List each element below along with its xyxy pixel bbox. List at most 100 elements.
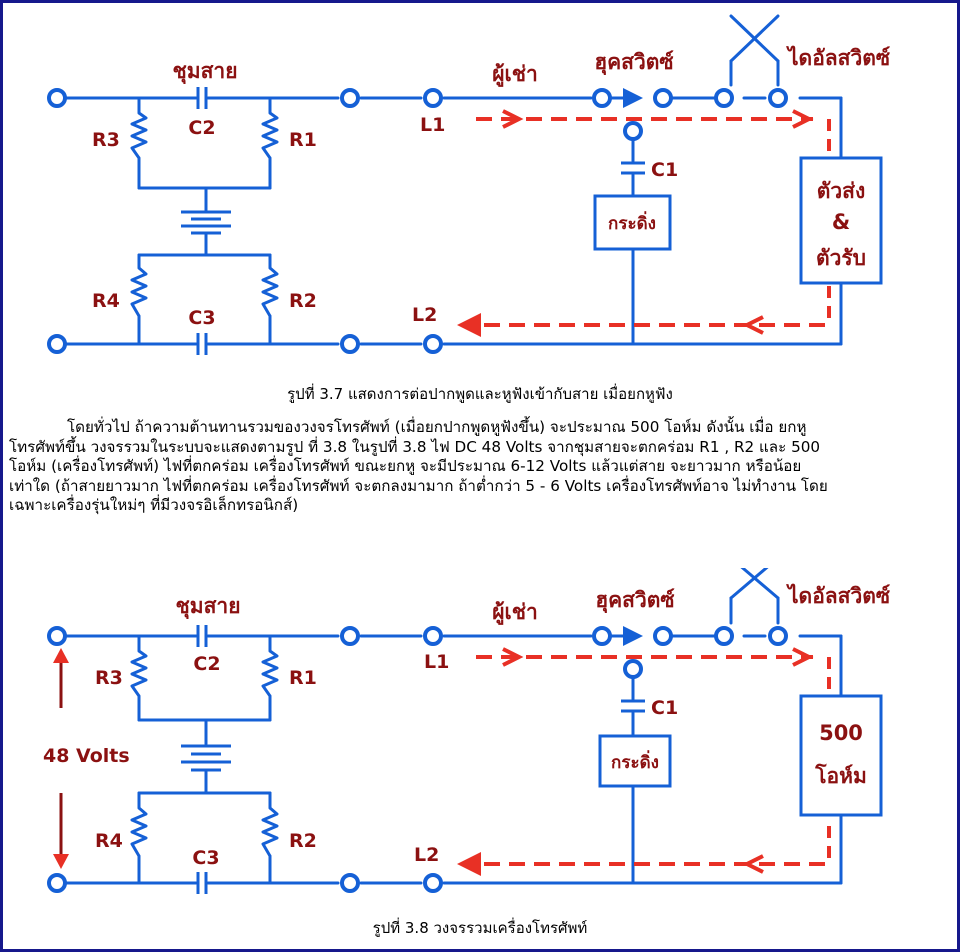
paragraph-line: เท่าใด (ถ้าสายยาวมาก ไฟที่ตกคร่อม เครื่อ… [9, 476, 828, 495]
terminal-dial-a [714, 88, 734, 108]
terminal-hook-b [653, 626, 673, 646]
transmitter-receiver-box [799, 156, 883, 285]
paragraph-line: เฉพาะเครื่องรุ่นใหม่ๆ ที่มีวงจรอิเล็กทรอ… [9, 496, 299, 514]
r1-label: R1 [289, 129, 317, 151]
ringer-box [598, 734, 672, 788]
terminal-dial-a [714, 626, 734, 646]
capacitor-c1 [621, 699, 645, 713]
capacitor-c3 [196, 333, 208, 355]
terminal-bottom-mid [340, 873, 360, 893]
voltage-label: 48 Volts [43, 745, 130, 767]
terminal-top-mid [340, 626, 360, 646]
resistors [130, 111, 279, 317]
r3-label: R3 [95, 667, 123, 689]
paragraph-line: โทรศัพท์ขึ้น วงจรรวมในระบบจะแสดงตามรูป ท… [9, 437, 821, 456]
resistor-r3 [130, 649, 148, 697]
resistor-r2 [261, 806, 279, 857]
terminal-l1 [423, 88, 443, 108]
c2-label: C2 [188, 117, 215, 139]
terminal-dial-b [768, 88, 788, 108]
dial-switch-label: ไดอัลสวิตซ์ [786, 583, 890, 608]
ringer-label: กระดิ่ง [611, 750, 659, 773]
junction-label: ชุมสาย [172, 59, 237, 85]
current-flow-path [457, 647, 831, 876]
l1-label: L1 [420, 114, 445, 136]
ringer-label: กระดิ่ง [608, 211, 656, 234]
terminal-hook-a [592, 88, 612, 108]
r4-label: R4 [92, 290, 120, 312]
terminal-bell [623, 659, 643, 679]
box-line3: ตัวรับ [816, 246, 866, 270]
hook-switch-label: ฮุคสวิตซ์ [594, 50, 673, 76]
resistor-r1 [261, 649, 279, 697]
terminal-l2 [423, 873, 443, 893]
capacitors [196, 87, 645, 355]
dial-switch-label: ไดอัลสวิตซ์ [786, 45, 890, 70]
figure-caption-3-7: รูปที่ 3.7 แสดงการต่อปากพูดและหูฟังเข้าก… [287, 385, 673, 403]
circuit-diagram-3-8: ชุมสาย ผู้เช่า ฮุคสวิตซ์ ไดอัลสวิตซ์ C2 … [43, 568, 890, 894]
resistor-r2 [261, 266, 279, 317]
terminals [47, 626, 788, 893]
capacitor-c1 [621, 161, 645, 175]
wires [63, 568, 843, 885]
hook-switch-arrow [610, 626, 643, 646]
terminal-dial-b [768, 626, 788, 646]
hook-switch-label: ฮุคสวิตซ์ [595, 588, 674, 614]
terminal-bottom-mid [340, 334, 360, 354]
terminal-hook-a [592, 626, 612, 646]
capacitor-c2 [196, 87, 208, 109]
terminal-top-left [47, 626, 67, 646]
c1-label: C1 [651, 159, 678, 181]
resistors [130, 649, 279, 857]
c1-label: C1 [651, 697, 678, 719]
l2-label: L2 [412, 304, 437, 326]
current-flow-path [457, 109, 831, 337]
terminal-hook-b [653, 88, 673, 108]
c3-label: C3 [192, 847, 219, 869]
paragraph-line: โอห์ม (เครื่องโทรศัพท์) ไฟที่ตกคร่อม เคร… [9, 457, 802, 475]
resistor-r4 [130, 266, 148, 317]
terminal-l1 [423, 626, 443, 646]
r3-label: R3 [92, 129, 120, 151]
wires [63, 14, 843, 346]
r2-label: R2 [289, 290, 317, 312]
capacitor-c3 [196, 872, 208, 894]
battery [181, 744, 231, 772]
paragraph-line: โดยทั่วไป ถ้าความต้านทานรวมของวงจรโทรศัพ… [67, 418, 807, 436]
c2-label: C2 [193, 653, 220, 675]
terminal-l2 [423, 334, 443, 354]
r1-label: R1 [289, 667, 317, 689]
box-line2: โอห์ม [814, 763, 867, 788]
terminal-bottom-left [47, 334, 67, 354]
capacitors [196, 625, 645, 894]
l1-label: L1 [424, 651, 449, 673]
voltage-arrows [53, 648, 69, 869]
subscriber-label: ผู้เช่า [492, 62, 538, 88]
terminals [47, 88, 788, 354]
terminal-top-left [47, 88, 67, 108]
r2-label: R2 [289, 830, 317, 852]
ringer-box [593, 194, 672, 251]
l2-label: L2 [414, 844, 439, 866]
resistor-r1 [261, 111, 279, 159]
c3-label: C3 [188, 307, 215, 329]
junction-label: ชุมสาย [175, 594, 240, 620]
subscriber-label: ผู้เช่า [492, 600, 538, 626]
figure-caption-3-8: รูปที่ 3.8 วงจรรวมเครื่องโทรศัพท์ [372, 919, 588, 937]
hook-switch-arrow [610, 88, 643, 108]
capacitor-c2 [196, 625, 208, 647]
box-line2: & [832, 210, 850, 234]
box-line1: ตัวส่ง [817, 179, 866, 203]
battery [181, 210, 231, 235]
resistor-r3 [130, 111, 148, 159]
body-paragraph: โดยทั่วไป ถ้าความต้านทานรวมของวงจรโทรศัพ… [9, 418, 944, 516]
terminal-bell [623, 121, 643, 141]
resistor-r4 [130, 806, 148, 857]
circuit-diagram-3-7: ชุมสาย ผู้เช่า ฮุคสวิตซ์ ไดอัลสวิตซ์ C2 … [47, 14, 890, 355]
box-line1: 500 [819, 721, 863, 745]
terminal-top-mid [340, 88, 360, 108]
r4-label: R4 [95, 830, 123, 852]
load-500-ohm-box [799, 694, 883, 817]
terminal-bottom-left [47, 873, 67, 893]
